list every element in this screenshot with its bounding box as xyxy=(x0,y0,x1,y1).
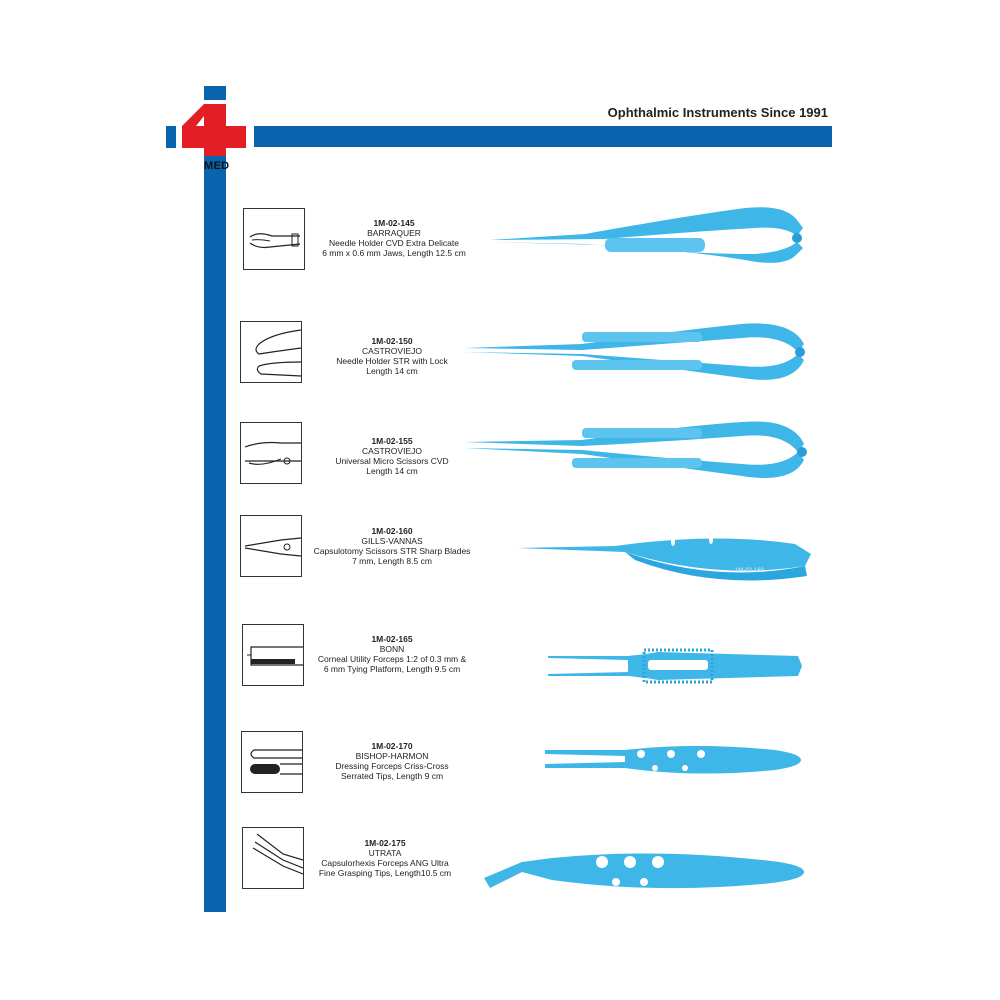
logo-text: MED xyxy=(204,160,230,172)
product-code: 1M-02-175 xyxy=(364,838,406,848)
tip-thumbnail xyxy=(240,422,302,484)
tip-thumbnail xyxy=(242,827,304,889)
product-name: CASTROVIEJO xyxy=(362,346,422,356)
product-code: 1M-02-145 xyxy=(373,218,415,228)
product-code: 1M-02-160 xyxy=(371,526,413,536)
product-name: BONN xyxy=(379,644,405,654)
product-detail: Length 14 cm xyxy=(366,366,418,376)
product-description: 1M-02-150 CASTROVIEJO Needle Holder STR … xyxy=(282,336,502,376)
capsulotomy-scissors-image: 1M-02-160 xyxy=(515,524,815,594)
product-detail: 6 mm Tying Platform, Length 9.5 cm xyxy=(323,664,461,674)
product-detail: Needle Holder CVD Extra Delicate xyxy=(329,238,459,248)
product-detail: Needle Holder STR with Lock xyxy=(336,356,448,366)
tip-thumbnail xyxy=(242,624,304,686)
product-code: 1M-02-170 xyxy=(371,741,413,751)
dressing-forceps-image xyxy=(545,746,801,774)
product-name: UTRATA xyxy=(368,848,402,858)
product-name: CASTROVIEJO xyxy=(362,446,422,456)
needle-holder-image xyxy=(490,207,803,263)
product-description: 1M-02-170 BISHOP-HARMON Dressing Forceps… xyxy=(282,741,502,781)
product-name: BARRAQUER xyxy=(367,228,421,238)
product-detail: Corneal Utility Forceps 1:2 of 0.3 mm & xyxy=(317,654,467,664)
product-code: 1M-02-165 xyxy=(371,634,413,644)
product-description: 1M-02-155 CASTROVIEJO Universal Micro Sc… xyxy=(282,436,502,476)
product-detail: Capsulorhexis Forceps ANG Ultra xyxy=(321,858,449,868)
micro-scissors-image xyxy=(464,421,807,478)
company-logo-icon xyxy=(166,86,246,156)
product-detail: Dressing Forceps Criss-Cross xyxy=(335,761,449,771)
product-detail: Fine Grasping Tips, Length10.5 cm xyxy=(318,868,452,878)
corneal-forceps-image xyxy=(548,648,802,684)
product-description: 1M-02-175 UTRATA Capsulorhexis Forceps A… xyxy=(275,838,495,878)
tip-thumbnail xyxy=(243,208,305,270)
header-bar xyxy=(254,126,832,147)
side-bar xyxy=(204,150,226,912)
tip-thumbnail xyxy=(240,515,302,577)
product-detail: 6 mm x 0.6 mm Jaws, Length 12.5 cm xyxy=(322,248,466,258)
tagline: Ophthalmic Instruments Since 1991 xyxy=(607,105,828,120)
product-code: 1M-02-155 xyxy=(371,436,413,446)
product-detail: 7 mm, Length 8.5 cm xyxy=(352,556,432,566)
product-detail: Universal Micro Scissors CVD xyxy=(335,456,449,466)
product-name: BISHOP-HARMON xyxy=(355,751,429,761)
product-detail: Length 14 cm xyxy=(366,466,418,476)
product-description: 1M-02-145 BARRAQUER Needle Holder CVD Ex… xyxy=(284,218,504,258)
product-code: 1M-02-150 xyxy=(371,336,413,346)
product-detail: Capsulotomy Scissors STR Sharp Blades xyxy=(313,546,471,556)
product-description: 1M-02-160 GILLS-VANNAS Capsulotomy Sciss… xyxy=(282,526,502,566)
product-description: 1M-02-165 BONN Corneal Utility Forceps 1… xyxy=(282,634,502,674)
capsulorhexis-forceps-image xyxy=(484,853,804,889)
product-name: GILLS-VANNAS xyxy=(361,536,423,546)
tip-thumbnail xyxy=(240,321,302,383)
needle-holder-image xyxy=(464,323,805,380)
engraving-text: 1M-02-160 xyxy=(735,568,765,574)
product-detail: Serrated Tips, Length 9 cm xyxy=(340,771,444,781)
tip-thumbnail xyxy=(241,731,303,793)
